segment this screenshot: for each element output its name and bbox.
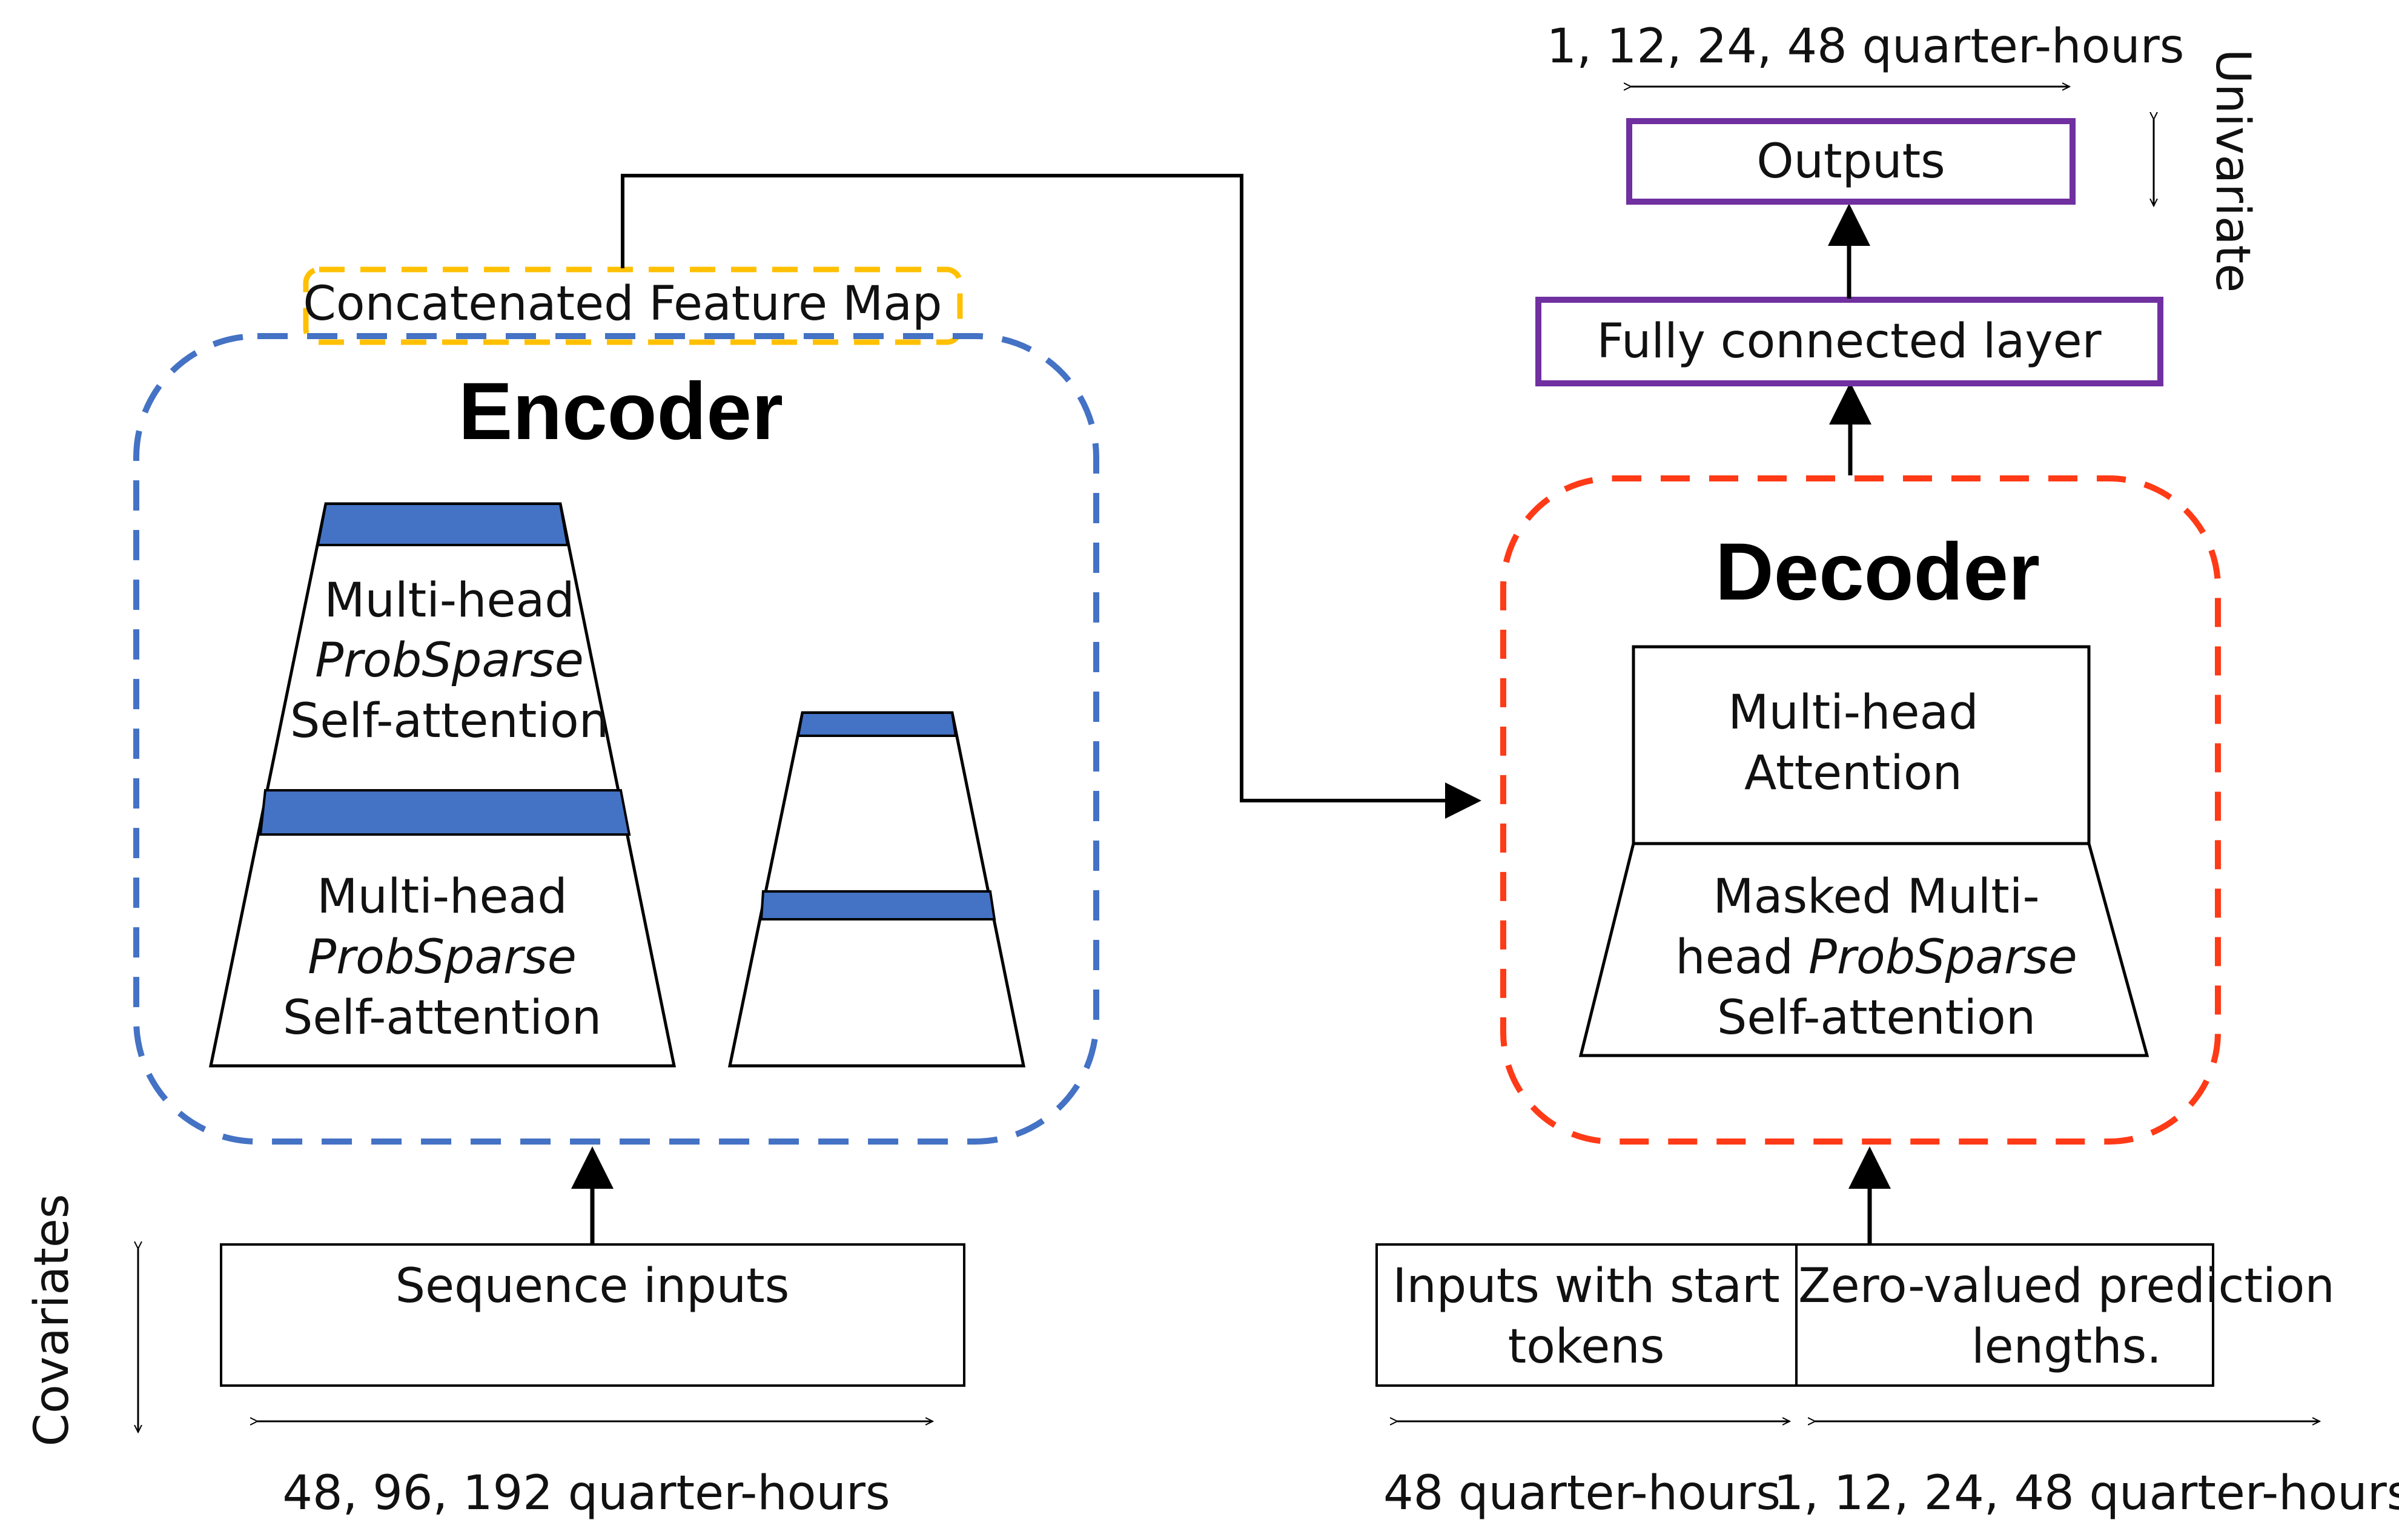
encoder-length-label: 48, 96, 192 quarter-hours <box>282 1466 890 1521</box>
feature-map-label: Concatenated Feature Map <box>303 277 942 331</box>
encoder-attention-2-line2: ProbSparse <box>308 930 577 985</box>
start-tokens-line1: Inputs with start <box>1392 1259 1779 1314</box>
zero-padding-line2: lengths. <box>1971 1320 2162 1374</box>
decoder-attention-line1: Multi-head <box>1728 686 1979 740</box>
univariate-label: Univariate <box>2205 49 2260 292</box>
start-tokens-length-label: 48 quarter-hours <box>1383 1466 1781 1521</box>
encoder-attention-1-line1: Multi-head <box>324 573 575 628</box>
start-tokens-line2: tokens <box>1508 1320 1665 1374</box>
fc-layer-label: Fully connected layer <box>1597 314 2102 369</box>
encoder-attention-band-top <box>316 503 569 546</box>
decoder-attention-box <box>1632 645 2091 845</box>
encoder-attention-2-line3: Self-attention <box>283 991 601 1045</box>
encoder-title: Encoder <box>458 366 783 457</box>
encoder-attention-1-line3: Self-attention <box>290 694 609 749</box>
outputs-box <box>1626 118 2076 205</box>
encoder-attention-1-line2: ProbSparse <box>315 633 584 688</box>
encoder-replica-stack <box>727 711 1026 1068</box>
output-length-label: 1, 12, 24, 48 quarter-hours <box>1547 19 2185 74</box>
decoder-masked-line3: Self-attention <box>1717 991 2036 1045</box>
encoder-replica-band-middle <box>759 890 996 920</box>
decoder-masked-line2-prefix: head <box>1675 930 1808 985</box>
zero-padding-line1: Zero-valued prediction <box>1798 1259 2335 1314</box>
sequence-inputs-box <box>220 1243 965 1387</box>
decoder-masked-line1: Masked Multi- <box>1713 870 2039 924</box>
start-tokens-box <box>1375 1243 1798 1387</box>
encoder-replica-band-top <box>796 712 958 737</box>
encoder-container <box>133 333 1099 1145</box>
prediction-length-label: 1, 12, 24, 48 quarter-hours <box>1774 1466 2399 1521</box>
encoder-attention-2-line1: Multi-head <box>317 870 567 924</box>
covariates-label: Covariates <box>25 1194 79 1447</box>
encoder-attention-band-middle <box>259 789 631 836</box>
decoder-masked-attention-block <box>1578 842 2149 1057</box>
decoder-masked-line2: head ProbSparse <box>1675 930 2077 985</box>
encoder-to-decoder-connector <box>621 174 1481 819</box>
decoder-attention-line2: Attention <box>1744 746 1962 801</box>
zero-padding-box <box>1795 1243 2214 1387</box>
decoder-title: Decoder <box>1715 527 2040 617</box>
decoder-masked-line2-italic: ProbSparse <box>1808 930 2077 985</box>
sequence-inputs-label: Sequence inputs <box>395 1259 790 1314</box>
decoder-container <box>1500 475 2221 1145</box>
feature-map-box <box>303 266 963 345</box>
fc-layer-box <box>1535 297 2163 386</box>
outputs-label: Outputs <box>1756 134 1945 189</box>
